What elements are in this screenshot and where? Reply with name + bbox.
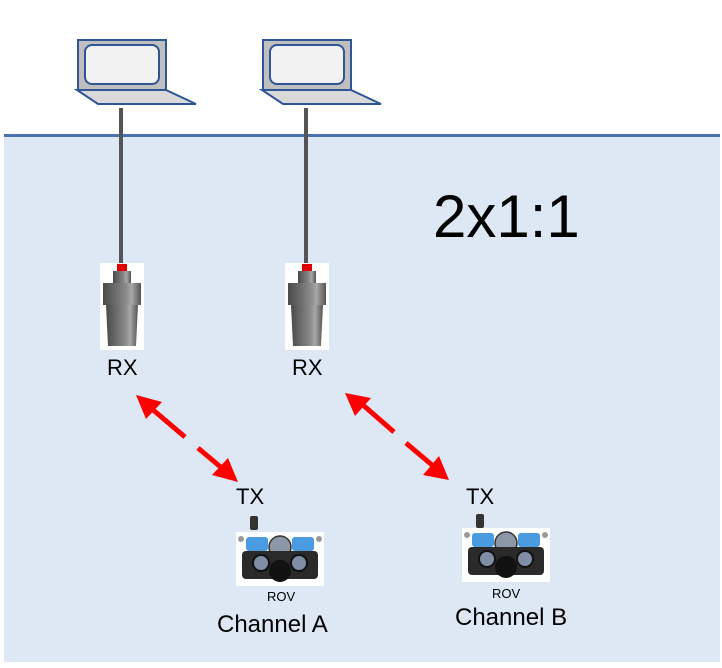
link-arrows <box>136 393 449 482</box>
receiver-transducer-icon <box>100 263 144 350</box>
rx-label-b: RX <box>292 355 323 380</box>
rov-vehicle-icon <box>236 516 324 586</box>
rx-label-a: RX <box>107 355 138 380</box>
receiver-transducer-icon <box>285 263 329 350</box>
tx-label-a: TX <box>236 484 265 509</box>
channel-label-a: Channel A <box>217 611 328 638</box>
water-surface-line <box>4 134 720 137</box>
tx-label-b: TX <box>466 484 495 509</box>
rov-label-a: ROV <box>267 589 296 604</box>
channel-label-b: Channel B <box>455 604 568 631</box>
link-arrow-a <box>136 395 238 482</box>
configuration-label: 2x1:1 <box>433 183 580 250</box>
rov-vehicle-icon <box>462 514 550 582</box>
laptop-icon <box>258 39 382 105</box>
laptop-icon <box>73 39 197 105</box>
link-arrow-b <box>345 393 449 480</box>
cable-a <box>119 108 123 264</box>
rov-label-b: ROV <box>492 586 521 601</box>
cable-b <box>304 108 308 264</box>
